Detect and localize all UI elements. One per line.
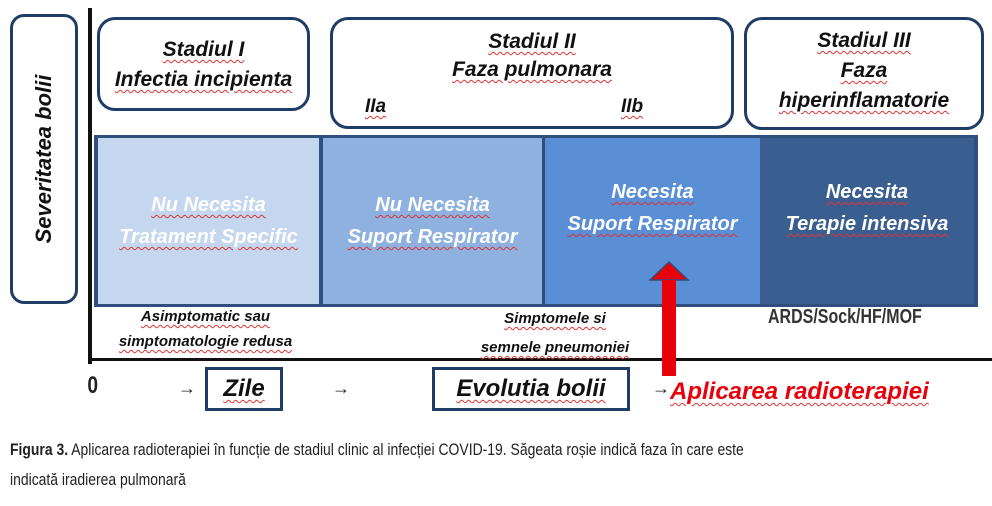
stage-3-box: Stadiul III Faza hiperinflamatorie — [744, 17, 984, 130]
red-arrow-shaft — [662, 280, 676, 376]
disease-evolution-label: Evolutia bolii — [456, 375, 606, 402]
red-arrow-icon — [648, 260, 690, 376]
symptoms-stage-3: ARDS/Sock/HF/MOF — [768, 306, 922, 328]
symptoms-stage-2: Simptomele si semnele pneumoniei — [450, 304, 660, 362]
symptoms-2-line1: Simptomele si — [504, 310, 606, 327]
stage-2-title: Stadiul II — [488, 30, 576, 53]
radiotherapy-label: Aplicarea radioterapiei — [670, 378, 929, 406]
stage-1-title: Stadiul I — [162, 38, 245, 61]
panel-3-line2: Suport Respirator — [567, 213, 738, 235]
y-axis-label-box: Severitatea bolii — [10, 14, 78, 304]
stage-1-subtitle: Infectia incipienta — [114, 68, 293, 91]
symptoms-stage-1: Asimptomatic sau simptomatologie redusa — [98, 304, 313, 354]
stage-3-title: Stadiul III — [817, 29, 911, 52]
stage-3-subtitle-1: Faza — [840, 59, 888, 82]
red-arrow-head — [648, 260, 690, 281]
stage-2a-label: IIa — [365, 96, 387, 117]
x-axis-arrow-1: → — [178, 378, 196, 398]
stage-2b-label: IIb — [621, 96, 644, 117]
x-axis-arrow-3: → — [652, 378, 670, 398]
days-box: Zile — [205, 367, 283, 411]
figure-caption-line-2: indicată iradierea pulmonară — [10, 470, 186, 489]
figure-caption-line-1: Figura 3. Aplicarea radioterapiei în fun… — [10, 440, 744, 460]
caption-text-1: Aplicarea radioterapiei în funcție de st… — [68, 440, 744, 459]
panel-4-line1: Necesita — [825, 181, 909, 203]
caption-label: Figura 3. — [10, 440, 69, 459]
panel-2-line2: Suport Respirator — [347, 226, 518, 248]
panel-4-line2: Terapie intensiva — [785, 213, 949, 235]
stage-2-subtitle: Faza pulmonara — [452, 58, 612, 81]
symptoms-1-line1: Asimptomatic sau — [140, 308, 271, 325]
panel-1-line1: Nu Necesita — [151, 194, 266, 216]
panel-respiratory-support: Necesita Suport Respirator — [545, 138, 760, 304]
panel-1-line2: Tratament Specific — [119, 226, 298, 248]
panel-intensive-therapy: Necesita Terapie intensiva — [760, 138, 974, 304]
panel-no-respiratory-support: Nu Necesita Suport Respirator — [323, 138, 542, 304]
radiotherapy-text: Aplicarea radioterapiei — [670, 378, 929, 405]
symptoms-2-line2: semnele pneumoniei — [480, 339, 630, 356]
panel-2-line1: Nu Necesita — [375, 194, 490, 216]
stage-3-subtitle-2: hiperinflamatorie — [778, 89, 950, 112]
panel-no-specific-treatment: Nu Necesita Tratament Specific — [98, 138, 319, 304]
x-axis-line — [92, 358, 992, 361]
days-label: Zile — [223, 375, 265, 402]
panel-3-line1: Necesita — [611, 181, 694, 203]
y-axis-label: Severitatea bolii — [31, 74, 56, 244]
x-axis-arrow-2: → — [332, 378, 350, 398]
symptoms-1-line2: simptomatologie redusa — [118, 333, 293, 350]
disease-evolution-box: Evolutia bolii — [432, 367, 630, 411]
stage-2-box: Stadiul II Faza pulmonara IIa IIb — [330, 17, 734, 129]
stage-1-box: Stadiul I Infectia incipienta — [97, 17, 310, 111]
y-axis-line — [88, 8, 92, 364]
x-axis-origin: 0 — [87, 372, 99, 399]
